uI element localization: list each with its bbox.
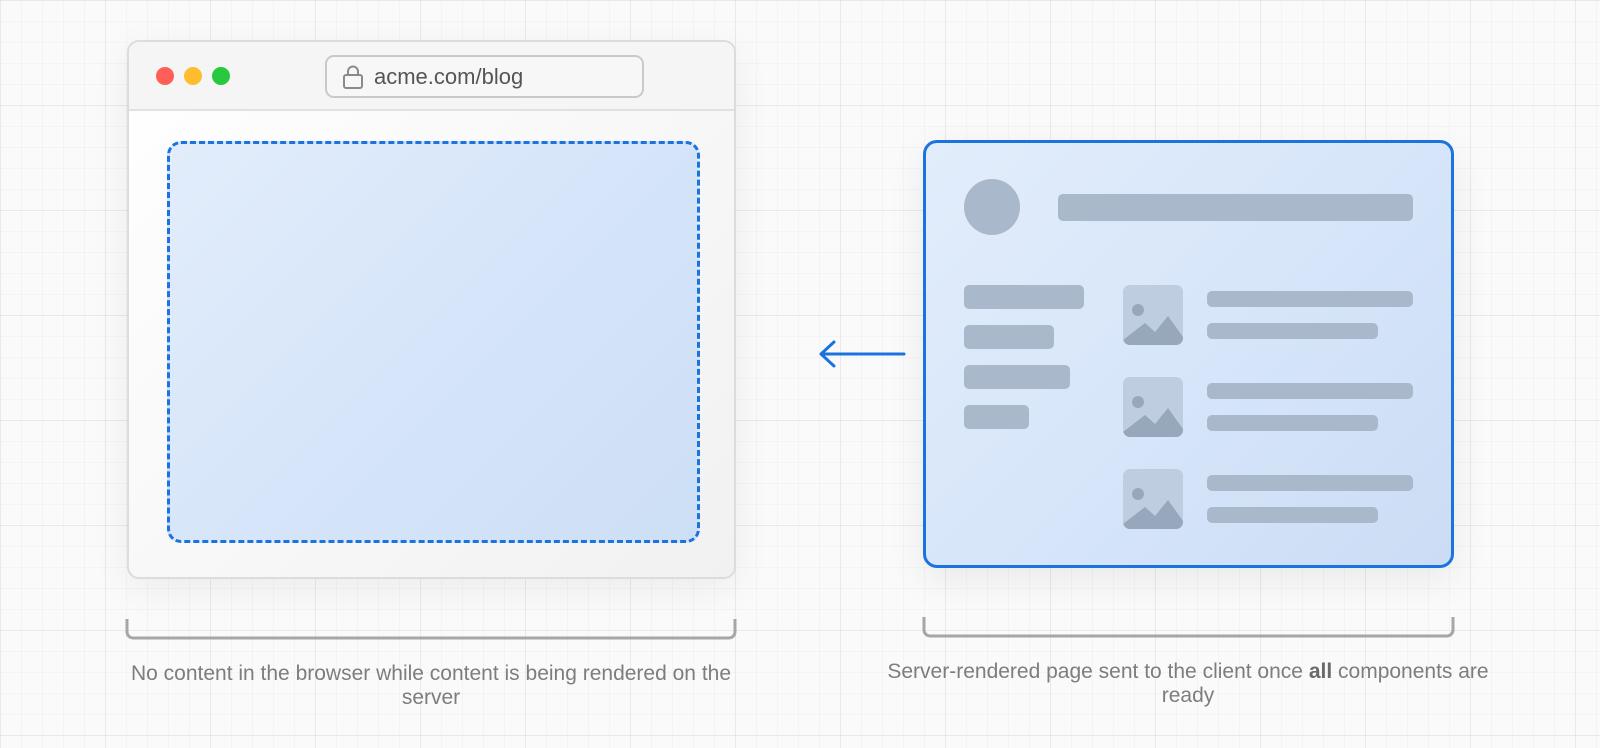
title-skeleton <box>1058 194 1413 221</box>
left-bracket <box>125 619 737 640</box>
sidebar-skeleton-line <box>964 365 1070 389</box>
server-rendered-page <box>923 140 1454 568</box>
card-skeleton-line <box>1207 383 1413 399</box>
card-skeleton-line <box>1207 507 1378 523</box>
card-skeleton-line <box>1207 475 1413 491</box>
browser-caption-text: No content in the browser while content … <box>130 662 732 709</box>
server-caption: Server-rendered page sent to the client … <box>882 660 1494 708</box>
empty-content-placeholder <box>167 141 700 543</box>
maximize-window-button[interactable] <box>212 67 230 85</box>
card-skeleton-line <box>1207 291 1413 307</box>
lock-icon <box>343 65 363 89</box>
close-window-button[interactable] <box>156 67 174 85</box>
image-icon <box>1123 469 1183 529</box>
sidebar-skeleton-line <box>964 285 1084 309</box>
server-caption-emphasis: all <box>1308 660 1333 683</box>
card-skeleton-line <box>1207 415 1378 431</box>
browser-caption: No content in the browser while content … <box>125 662 737 710</box>
avatar-skeleton <box>964 179 1020 235</box>
browser-titlebar: acme.com/blog <box>129 42 734 111</box>
right-bracket <box>922 617 1455 638</box>
image-icon <box>1123 285 1183 345</box>
minimize-window-button[interactable] <box>184 67 202 85</box>
address-bar[interactable]: acme.com/blog <box>325 55 644 98</box>
sidebar-skeleton-line <box>964 325 1054 349</box>
arrow-left-icon <box>819 340 906 368</box>
card-skeleton-line <box>1207 323 1378 339</box>
sidebar-skeleton-line <box>964 405 1029 429</box>
server-caption-text-end: components are ready <box>1161 660 1489 707</box>
server-caption-text: Server-rendered page sent to the client … <box>887 660 1303 683</box>
image-icon <box>1123 377 1183 437</box>
url-text: acme.com/blog <box>374 64 524 89</box>
browser-window: acme.com/blog <box>127 40 736 579</box>
